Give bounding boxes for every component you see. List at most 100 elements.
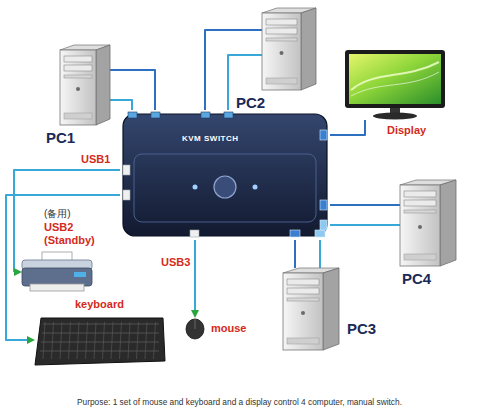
keyboard-part <box>60 322 62 359</box>
kvm-part <box>123 165 130 175</box>
caption: Purpose: 1 set of mouse and keyboard and… <box>0 397 479 407</box>
tower-part <box>400 180 456 266</box>
display-part <box>345 50 445 120</box>
kvm-part <box>190 230 199 237</box>
tower-part <box>64 113 92 119</box>
printer-part <box>30 284 84 291</box>
tower-part <box>96 45 110 125</box>
tower-part <box>76 87 80 91</box>
display-part <box>351 72 439 96</box>
tower-part <box>266 38 297 41</box>
tower-part <box>280 51 284 55</box>
node-label: (Standby) <box>44 234 95 247</box>
kvm-part <box>320 200 327 210</box>
tower-part <box>418 225 422 229</box>
tower-part <box>266 28 297 34</box>
node-label: USB2 <box>44 221 73 234</box>
tower-part <box>262 13 301 90</box>
display-part <box>349 54 441 104</box>
tower-part <box>64 65 92 71</box>
keyboard-part <box>77 322 79 359</box>
keyboard-part <box>69 322 71 359</box>
printer-part <box>22 252 92 292</box>
port-label: USB1 <box>80 153 111 166</box>
keyboard-part <box>35 318 165 365</box>
kvm-part <box>151 112 160 118</box>
tower-part <box>64 75 92 78</box>
printer-part <box>22 268 92 286</box>
keyboard-part <box>35 318 165 365</box>
keyboard: keyboard <box>35 318 165 365</box>
kvm-part <box>123 190 130 200</box>
display-part <box>345 50 445 108</box>
tower-part <box>404 254 436 260</box>
mouse: mouse <box>185 318 205 340</box>
tower-part <box>287 279 319 285</box>
tower-part <box>440 180 456 266</box>
kvm-part <box>123 114 327 236</box>
computer-tower: PC3 <box>283 268 339 350</box>
mouse-part <box>185 318 205 340</box>
port-label: USB3 <box>160 256 191 269</box>
arrow-head <box>27 336 35 344</box>
printer-part <box>74 272 86 277</box>
cable <box>191 240 199 318</box>
kvm-part <box>128 112 137 118</box>
keyboard-part <box>128 322 130 359</box>
node-label: Display <box>387 124 426 137</box>
mouse-part <box>186 319 204 339</box>
arrow-head <box>14 268 22 276</box>
kvm-part <box>253 185 258 190</box>
mouse-part <box>195 319 196 329</box>
tower-part <box>301 8 316 90</box>
cable-line <box>294 240 296 268</box>
kvm-part <box>214 176 236 198</box>
node-label: mouse <box>211 322 246 335</box>
keyboard-part <box>103 322 105 359</box>
kvm-part <box>224 112 233 118</box>
keyboard-part <box>111 322 113 359</box>
node-label: PC3 <box>347 320 376 337</box>
display-part <box>351 62 439 90</box>
keyboard-part <box>41 342 159 343</box>
cable-line <box>110 70 155 110</box>
cable-line <box>14 170 120 272</box>
keyboard-part <box>94 322 96 359</box>
kvm-part <box>315 230 325 237</box>
kvm-part <box>320 130 327 140</box>
cable-line <box>194 240 196 310</box>
printer: (备用)USB2(Standby) <box>22 252 92 292</box>
cable <box>330 120 365 135</box>
cable <box>330 225 400 226</box>
tower-part <box>60 45 110 125</box>
keyboard-part <box>40 351 159 352</box>
keyboard-part <box>154 322 156 359</box>
keyboard-part <box>137 322 139 359</box>
tower-part <box>404 210 436 213</box>
kvm-part <box>134 154 316 222</box>
keyboard-part <box>52 322 54 359</box>
tower-part <box>266 19 297 25</box>
node-label: PC2 <box>236 94 265 111</box>
tower-part <box>287 298 319 301</box>
cable-line <box>330 120 365 135</box>
cable-line <box>330 224 400 226</box>
arrow-head <box>191 310 199 318</box>
cable <box>295 240 296 268</box>
cable <box>330 205 400 206</box>
tower-part <box>287 338 319 344</box>
tower-part <box>323 268 339 350</box>
cable <box>110 100 132 110</box>
kvm-part <box>201 112 210 118</box>
computer-tower: PC4 <box>400 180 456 266</box>
computer-tower: PC2 <box>262 8 316 90</box>
keyboard-part <box>43 324 159 325</box>
cable <box>110 70 155 110</box>
tower-part <box>266 78 297 84</box>
tower-part <box>64 56 92 62</box>
kvm-part <box>290 230 300 237</box>
tower-part <box>262 8 316 90</box>
tower-part <box>283 273 323 350</box>
kvm-part <box>193 185 198 190</box>
